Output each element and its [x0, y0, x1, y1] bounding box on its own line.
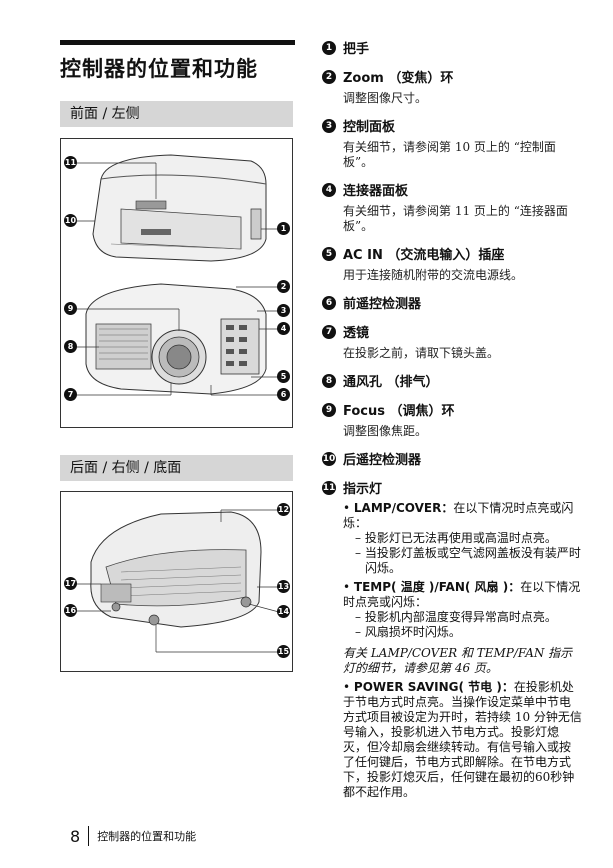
callout-6: 6 [277, 388, 290, 401]
item-title: 连接器面板 [343, 184, 409, 199]
list-item: 10 后遥控检测器 [322, 449, 582, 468]
item-number: 8 [322, 373, 336, 388]
list-item: 11 指示灯 • LAMP/COVER：在以下情况时点亮或闪烁： – 投影灯已无法… [322, 478, 582, 800]
page-title: 控制器的位置和功能 [60, 57, 258, 81]
page-number: 8 [70, 826, 81, 846]
list-item: 8 通风孔 （排气） [322, 371, 582, 390]
item-title: 后遥控检测器 [343, 453, 422, 468]
item-number: 11 [322, 480, 336, 495]
item-number: 3 [322, 118, 336, 133]
item-list: 1 把手 2 Zoom （变焦）环 调整图像尺寸。 3 控制面板 有关细节，请参阅第 … [322, 38, 582, 810]
bullet-label: POWER SAVING( 节电 )： [353, 680, 514, 694]
item-title: 透镜 [343, 326, 370, 341]
list-item: 6 前遥控检测器 [322, 293, 582, 312]
item-title: 通风孔 （排气） [343, 375, 439, 390]
list-item: 5 AC IN （交流电输入）插座 用于连接随机附带的交流电源线。 [322, 244, 582, 283]
indicator-note: 有关 LAMP/COVER 和 TEMP/FAN 指示灯的细节，请参见第 46 … [343, 646, 573, 675]
item-description: 有关细节，请参阅第 11 页上的 “连接器面板”。 [343, 204, 568, 233]
item-number: 6 [322, 295, 336, 310]
title-rule [60, 40, 295, 45]
title-block: 控制器的位置和功能 [60, 40, 295, 83]
callout-12: 12 [277, 503, 290, 516]
list-item: 1 把手 [322, 38, 582, 57]
item-title: 控制面板 [343, 120, 396, 135]
sub-item: – 投影灯已无法再使用或高温时点亮。 [355, 531, 557, 545]
item-title: Zoom （变焦）环 [343, 71, 454, 86]
projector-front-illustration [77, 154, 279, 396]
item-description: 调整图像尺寸。 [343, 91, 428, 105]
sub-item: – 投影机内部温度变得异常高时点亮。 [355, 610, 557, 624]
section-front-heading: 前面 / 左侧 [60, 101, 293, 127]
callout-17: 17 [64, 577, 77, 590]
callout-2: 2 [277, 280, 290, 293]
item-description: 调整图像焦距。 [343, 424, 428, 438]
page-footer: 8 控制器的位置和功能 [70, 826, 196, 846]
item-number: 7 [322, 324, 336, 339]
item-title: 前遥控检测器 [343, 297, 422, 312]
callout-8: 8 [64, 340, 77, 353]
callout-11: 11 [64, 156, 77, 169]
sub-item: – 当投影灯盖板或空气滤网盖板没有装严时闪烁。 [355, 546, 581, 575]
item-description: 用于连接随机附带的交流电源线。 [343, 268, 524, 282]
list-item: 9 Focus （调焦）环 调整图像焦距。 [322, 400, 582, 439]
temp-fan-bullet: • TEMP( 温度 )/FAN( 风扇 )：在以下情况时点亮或闪烁： [343, 580, 581, 609]
footer-divider [88, 826, 90, 846]
item-title: 把手 [343, 42, 370, 57]
callout-15: 15 [277, 645, 290, 658]
bullet-text: 在以下情况时点亮或闪烁： [343, 580, 581, 609]
sub-item: – 风扇损坏时闪烁。 [355, 625, 461, 639]
item-title: Focus （调焦）环 [343, 404, 455, 419]
power-saving-bullet: • POWER SAVING( 节电 )：在投影机处于节电方式时点亮。当操作设定… [343, 680, 582, 799]
bullet-label: TEMP( 温度 )/FAN( 风扇 )： [353, 580, 521, 594]
item-description: 有关细节，请参阅第 10 页上的 “控制面板”。 [343, 140, 556, 169]
lamp-cover-bullet: • LAMP/COVER：在以下情况时点亮或闪烁： [343, 501, 574, 530]
callout-16: 16 [64, 604, 77, 617]
item-number: 2 [322, 69, 336, 84]
callout-14: 14 [277, 605, 290, 618]
bullet-label: LAMP/COVER： [353, 501, 454, 515]
projector-bottom-illustration [75, 509, 280, 653]
list-item: 7 透镜 在投影之前，请取下镜头盖。 [322, 322, 582, 361]
item-number: 9 [322, 402, 336, 417]
callout-7: 7 [64, 388, 77, 401]
bullet-text: 在投影机处于节电方式时点亮。当操作设定菜单中节电方式项目被设定为开时，若持续 1… [343, 680, 582, 799]
callout-9: 9 [64, 302, 77, 315]
callout-5: 5 [277, 370, 290, 383]
item-description: 在投影之前，请取下镜头盖。 [343, 346, 500, 360]
section-back-heading: 后面 / 右侧 / 底面 [60, 455, 293, 481]
front-left-photo: 11 10 1 2 9 3 4 8 5 7 6 [60, 138, 293, 428]
back-bottom-photo: 12 17 16 13 14 15 [60, 491, 293, 672]
list-item: 4 连接器面板 有关细节，请参阅第 11 页上的 “连接器面板”。 [322, 180, 582, 234]
list-item: 3 控制面板 有关细节，请参阅第 10 页上的 “控制面板”。 [322, 116, 582, 170]
callout-13: 13 [277, 580, 290, 593]
item-number: 10 [322, 451, 336, 466]
list-item: 2 Zoom （变焦）环 调整图像尺寸。 [322, 67, 582, 106]
item-number: 5 [322, 246, 336, 261]
footer-title: 控制器的位置和功能 [97, 830, 197, 843]
callout-10: 10 [64, 214, 77, 227]
item-title: AC IN （交流电输入）插座 [343, 248, 505, 263]
item-title: 指示灯 [343, 482, 383, 497]
callout-4: 4 [277, 322, 290, 335]
callout-1: 1 [277, 222, 290, 235]
bullet-text: 在以下情况时点亮或闪烁： [343, 501, 574, 530]
item-number: 4 [322, 182, 336, 197]
callout-3: 3 [277, 304, 290, 317]
item-number: 1 [322, 40, 336, 55]
